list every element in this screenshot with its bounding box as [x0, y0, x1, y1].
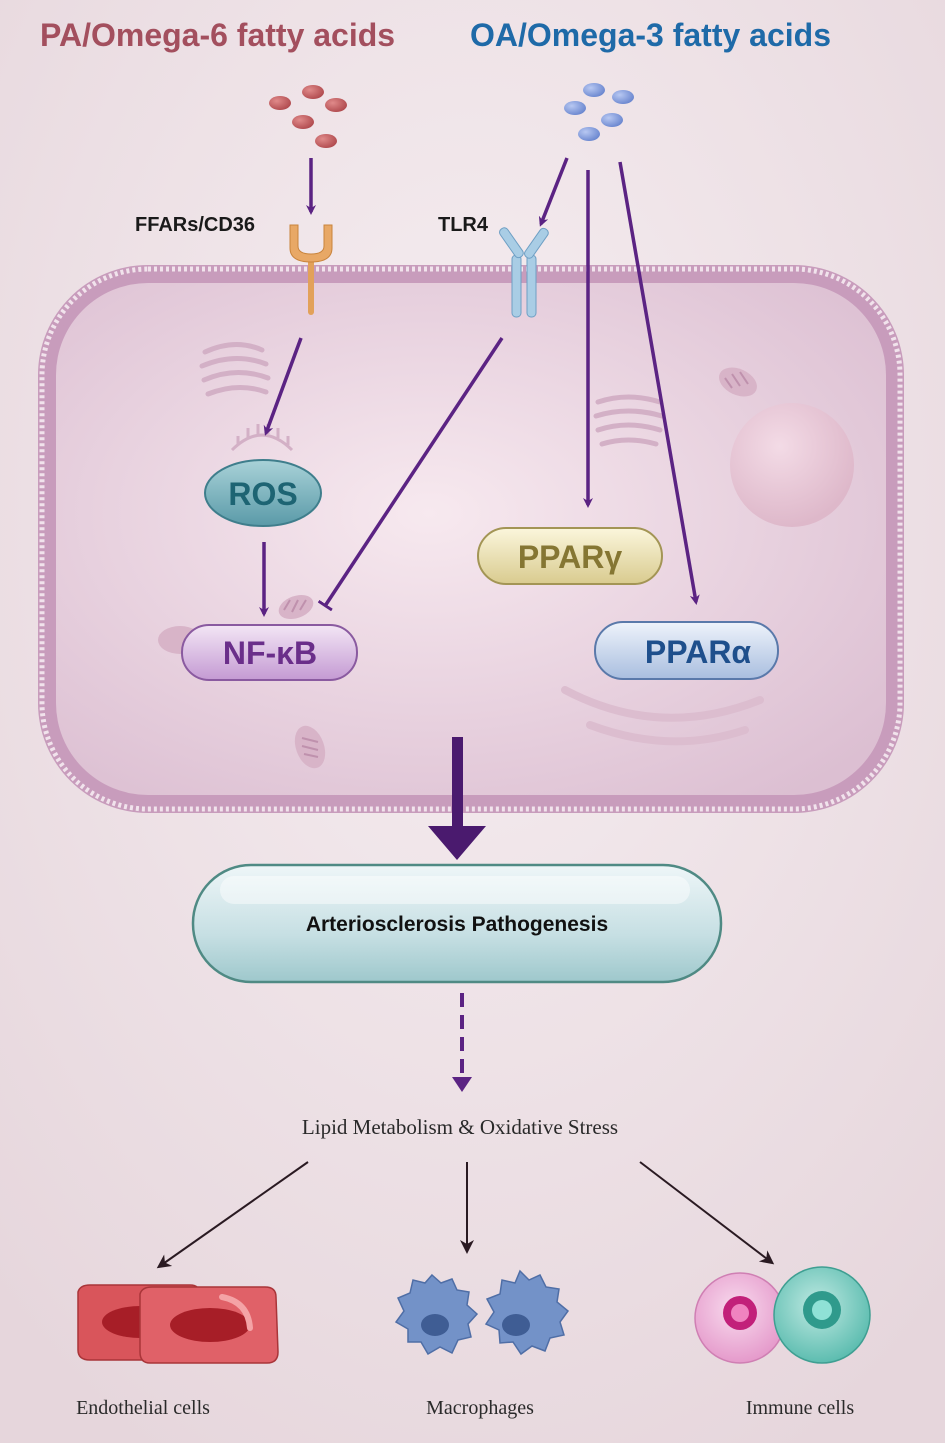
dashed-arrow-to-lipid: [452, 993, 472, 1092]
immune-cells-icon: [694, 1266, 871, 1364]
arrow-cell-to-pathogenesis: [428, 737, 486, 860]
arrow-ffar-to-ros: [263, 337, 303, 436]
tlr4-receptor-icon: [499, 227, 549, 318]
pathogenesis-node: Arteriosclerosis Pathogenesis: [191, 863, 723, 984]
golgi-apparatus: [199, 342, 271, 397]
ros-node: ROS: [204, 459, 322, 527]
arrow-to-immune: [639, 1161, 775, 1265]
nfkb-label: NF-κB: [223, 635, 317, 671]
mitochondrion: [719, 367, 757, 397]
inhibition-tlr4-to-nfkb: [317, 337, 504, 612]
tlr4-label: TLR4: [438, 214, 489, 236]
ppar-gamma-label: PPARγ: [518, 539, 623, 575]
arrow-oa-to-tlr4: [538, 157, 569, 227]
arrow-oa-to-ppar-alpha: [618, 161, 700, 605]
nucleus: [730, 403, 854, 527]
lipid-oxidative-stress-label: Lipid Metabolism & Oxidative Stress: [302, 1115, 618, 1139]
endothelial-cells-label: Endothelial cells: [76, 1397, 210, 1419]
macrophages-icon: [394, 1269, 570, 1356]
ppar-gamma-node: PPARγ: [477, 527, 663, 585]
immune-cells-label: Immune cells: [746, 1397, 855, 1419]
pathogenesis-label: Arteriosclerosis Pathogenesis: [306, 913, 608, 936]
ppar-alpha-node: PPARα: [594, 621, 779, 680]
endothelial-cells-icon: [77, 1284, 279, 1364]
pathway-arrows: [259, 157, 700, 617]
mitochondrion-2: [278, 594, 314, 620]
cell: [38, 265, 904, 813]
omega6-fatty-acid-molecules: [269, 85, 347, 148]
arrow-to-endothelial: [156, 1161, 309, 1269]
ffar-cd36-receptor-icon: [289, 224, 333, 315]
title-omega6: PA/Omega-6 fatty acids: [40, 17, 395, 53]
nfkb-node: NF-κB: [181, 624, 358, 681]
golgi-apparatus-right: [593, 394, 665, 447]
omega3-fatty-acid-molecules: [564, 83, 634, 141]
mitochondrion-3: [294, 725, 326, 769]
macrophages-label: Macrophages: [426, 1397, 534, 1419]
cell-type-arrows: [156, 1161, 775, 1269]
title-omega3: OA/Omega-3 fatty acids: [470, 17, 831, 53]
ros-label: ROS: [228, 476, 297, 512]
ffar-cd36-label: FFARs/CD36: [135, 214, 255, 236]
endoplasmic-reticulum: [561, 686, 764, 746]
ppar-alpha-label: PPARα: [645, 634, 752, 670]
